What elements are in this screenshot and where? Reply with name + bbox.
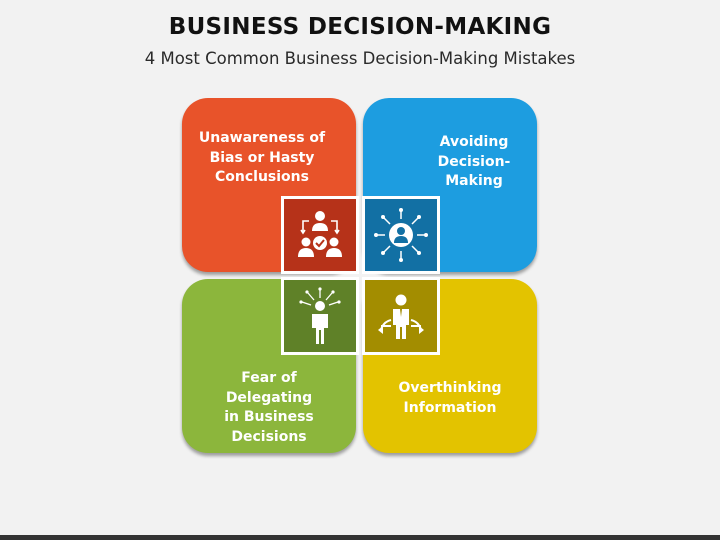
- center-square-top-right: [362, 196, 440, 274]
- quadrant-bottom-right: Overthinking Information: [363, 279, 537, 453]
- page-title: BUSINESS DECISION-MAKING: [168, 14, 552, 40]
- center-square-bottom-left: [281, 277, 359, 355]
- footer-bar: [0, 535, 720, 540]
- center-square-bottom-right: [362, 277, 440, 355]
- page-subtitle: 4 Most Common Business Decision-Making M…: [144, 49, 576, 68]
- quadrant-top-left-label: Unawareness of Bias or Hasty Conclusions: [198, 130, 326, 185]
- quadrant-top-left: Unawareness of Bias or Hasty Conclusions: [182, 98, 356, 272]
- center-square-top-left: [281, 196, 359, 274]
- quadrant-bottom-right-label: Overthinking Information: [398, 380, 502, 416]
- quadrant-bottom-left-label: Fear of Delegating in Business Decisions: [224, 370, 314, 445]
- businessman-options-icon: [378, 294, 424, 339]
- team-check-icon: [298, 211, 342, 257]
- person-radiating-arrows-icon: [374, 208, 428, 262]
- quadrant-top-right-label: Avoiding Decision- Making: [437, 134, 511, 189]
- confused-person-icon: [299, 287, 341, 344]
